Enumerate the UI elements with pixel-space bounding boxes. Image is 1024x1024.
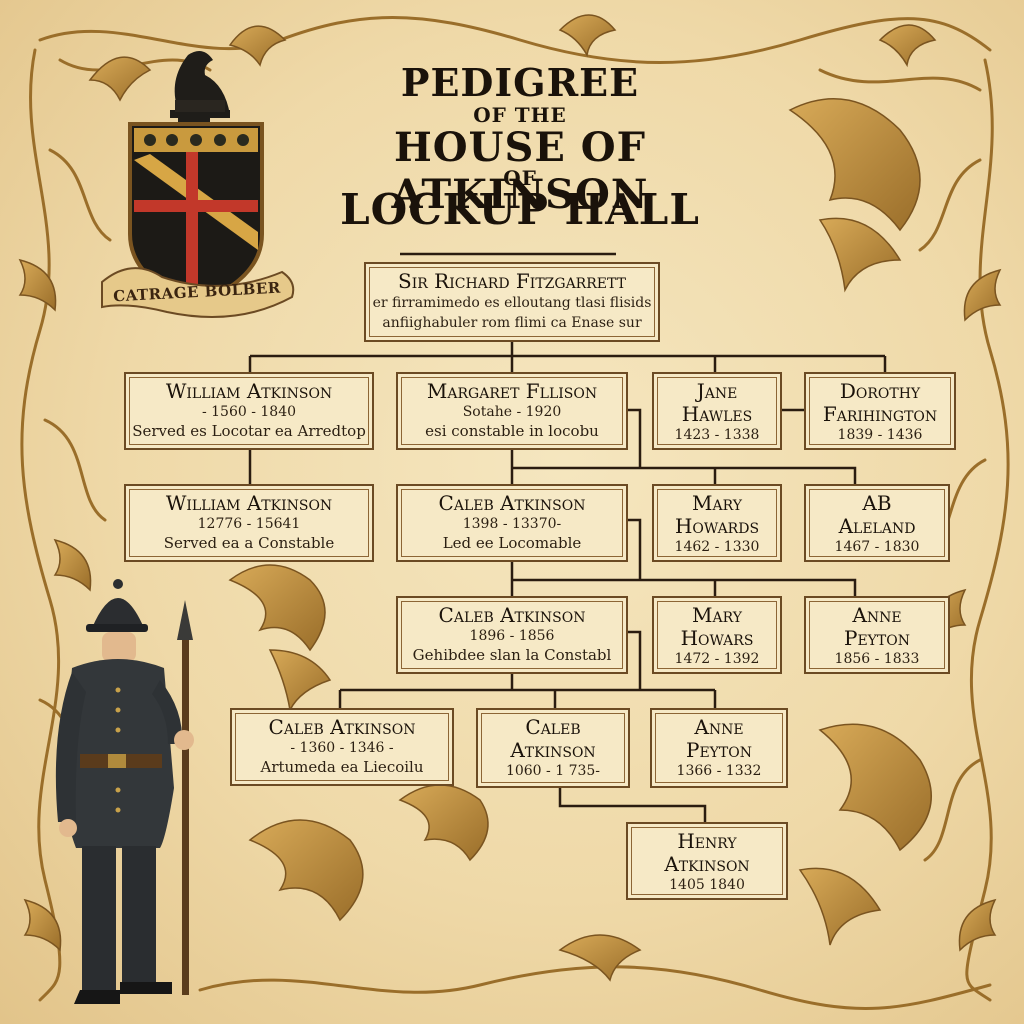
person-note: Artumeda ea Liecoilu — [260, 758, 424, 776]
tree-node-gen1: Dorothy Farihington 1839 - 1436 — [804, 372, 956, 450]
person-name: Jane — [696, 379, 738, 403]
person-surname: Aleland — [838, 514, 916, 538]
person-dates: 1472 - 1392 — [674, 651, 760, 667]
person-dates: Sotahe - 1920 — [462, 404, 562, 420]
tree-node-gen3: Caleb Atkinson 1896 - 1856 Gehibdee slan… — [396, 596, 628, 674]
pedigree-title-of: OF — [503, 166, 537, 190]
person-dates: 1423 - 1338 — [674, 427, 760, 443]
tree-node-gen1: Jane Hawles 1423 - 1338 — [652, 372, 782, 450]
person-name: Anne — [694, 715, 744, 739]
person-name: Anne — [852, 603, 902, 627]
person-note: Served es Locotar ea Arredtop — [132, 422, 366, 440]
tree-node-gen2: AB Aleland 1467 - 1830 — [804, 484, 950, 562]
person-name: Caleb Atkinson — [438, 491, 586, 515]
person-surname: Peyton — [686, 738, 752, 762]
person-note: anfiighabuler rom flimi ca Enase sur — [382, 315, 642, 331]
person-surname: Atkinson — [664, 852, 750, 876]
pedigree-title-of-the: OF THE — [473, 103, 567, 127]
person-dates: 1896 - 1856 — [469, 628, 555, 644]
person-dates: - 1360 - 1346 - — [290, 740, 394, 756]
tree-node-gen4: Caleb Atkinson - 1360 - 1346 - Artumeda … — [230, 708, 454, 786]
person-name: Henry — [677, 829, 737, 853]
person-note: Led ee Locomable — [442, 534, 582, 552]
pedigree-title-house: HOUSE OF ATKINSON — [391, 124, 649, 218]
person-name: Margaret Fllison — [426, 379, 598, 403]
person-name: AB — [862, 491, 892, 515]
person-name: Mary — [692, 491, 742, 515]
person-name: Sir Richard Fitzgarrett — [398, 269, 626, 293]
person-name: William Atkinson — [165, 379, 333, 403]
pedigree-title-hall: LOCKUP HALL — [340, 185, 700, 234]
person-surname: Howars — [680, 626, 754, 650]
person-note: esi constable in locobu — [425, 422, 599, 440]
person-dates: 1405 1840 — [669, 877, 745, 893]
person-surname: Howards — [674, 514, 760, 538]
tree-node-gen4: Caleb Atkinson 1060 - 1 735- — [476, 708, 630, 788]
person-dates: 12776 - 15641 — [197, 516, 301, 532]
person-dates: 1462 - 1330 — [674, 539, 760, 555]
person-dates: 1856 - 1833 — [834, 651, 920, 667]
tree-node-gen5: Henry Atkinson 1405 1840 — [626, 822, 788, 900]
person-name: Dorothy — [839, 379, 921, 403]
person-surname: Atkinson — [510, 738, 596, 762]
tree-node-gen4: Anne Peyton 1366 - 1332 — [650, 708, 788, 788]
tree-node-gen3: Mary Howars 1472 - 1392 — [652, 596, 782, 674]
person-surname: Farihington — [822, 402, 938, 426]
person-name: Mary — [692, 603, 742, 627]
person-note: er firramimedo es elloutang tlasi flisid… — [372, 295, 652, 311]
tree-node-gen1: Margaret Fllison Sotahe - 1920 esi const… — [396, 372, 628, 450]
person-dates: 1060 - 1 735- — [505, 763, 601, 779]
person-dates: 1366 - 1332 — [676, 763, 762, 779]
person-dates: 1839 - 1436 — [837, 427, 923, 443]
person-dates: 1398 - 13370- — [462, 516, 562, 532]
person-name: Caleb Atkinson — [438, 603, 586, 627]
person-dates: - 1560 - 1840 — [201, 404, 297, 420]
tree-node-gen3: Anne Peyton 1856 - 1833 — [804, 596, 950, 674]
person-name: Caleb — [525, 715, 581, 739]
person-surname: Hawles — [681, 402, 753, 426]
person-surname: Peyton — [844, 626, 910, 650]
tree-node-gen1: William Atkinson - 1560 - 1840 Served es… — [124, 372, 374, 450]
tree-node-gen2: William Atkinson 12776 - 15641 Served ea… — [124, 484, 374, 562]
person-note: Gehibdee slan la Constabl — [412, 646, 612, 664]
tree-node-root: Sir Richard Fitzgarrett er firramimedo e… — [364, 262, 660, 342]
pedigree-title-line: PEDIGREE — [400, 60, 640, 105]
person-dates: 1467 - 1830 — [834, 539, 920, 555]
tree-node-gen2: Mary Howards 1462 - 1330 — [652, 484, 782, 562]
person-name: Caleb Atkinson — [268, 715, 416, 739]
person-name: William Atkinson — [165, 491, 333, 515]
tree-node-gen2: Caleb Atkinson 1398 - 13370- Led ee Loco… — [396, 484, 628, 562]
person-note: Served ea a Constable — [163, 534, 335, 552]
